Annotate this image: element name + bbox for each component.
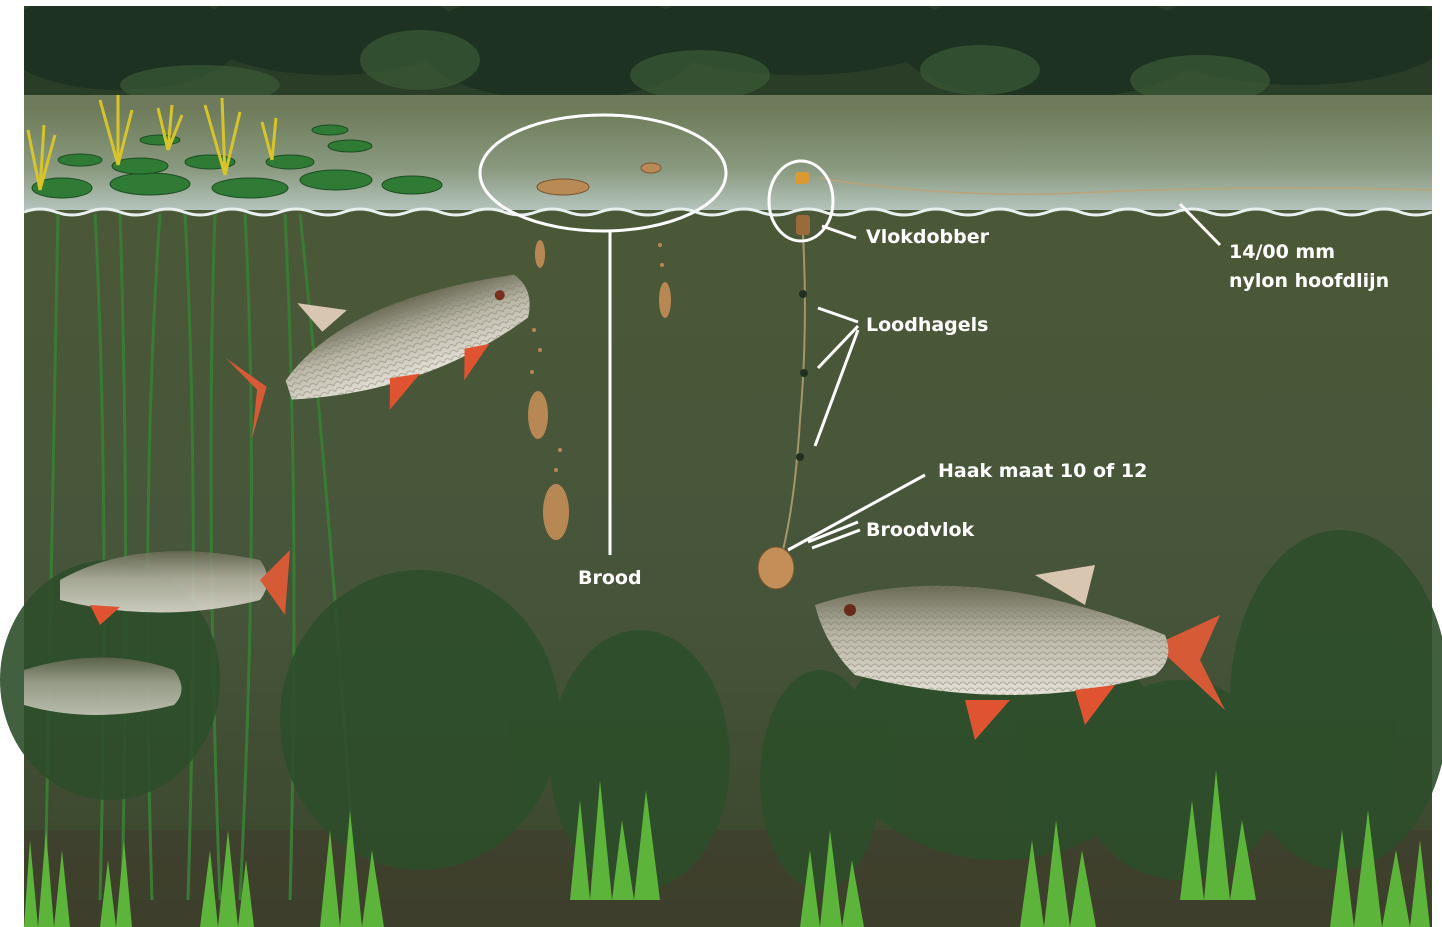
label-vlokdobber: Vlokdobber	[866, 226, 990, 248]
fish-roach-bottom-left	[24, 658, 182, 716]
label-haak: Haak maat 10 of 12	[938, 460, 1147, 482]
label-loodhagels: Loodhagels	[866, 314, 988, 336]
label-brood: Brood	[578, 567, 642, 589]
bread-flake	[758, 547, 794, 589]
label-mainline-1: 14/00 mm	[1229, 241, 1335, 263]
label-mainline-2: nylon hoofdlijn	[1229, 270, 1389, 292]
label-broodvlok: Broodvlok	[866, 519, 975, 541]
float-body	[796, 215, 810, 235]
float-top	[795, 172, 809, 184]
